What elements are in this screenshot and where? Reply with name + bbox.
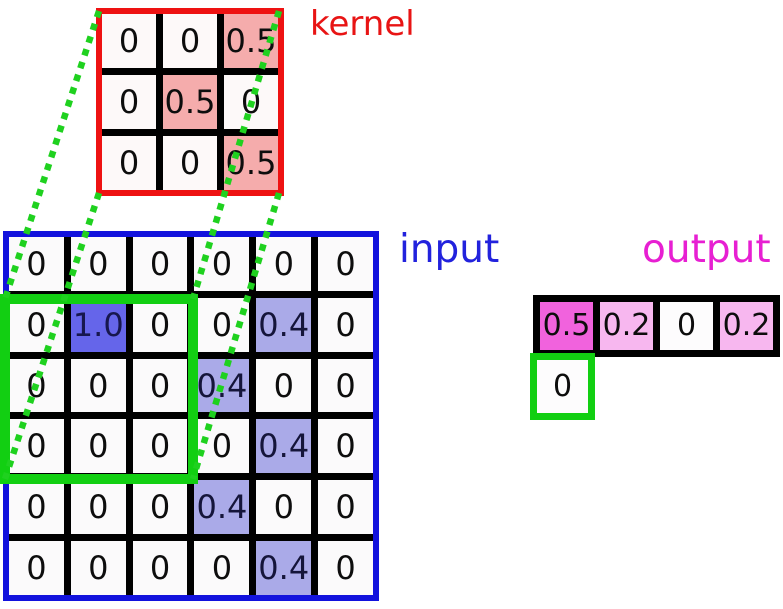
input-window-highlight [0, 294, 198, 484]
kernel-cell: 0.5 [224, 14, 278, 68]
kernel-cell: 0.5 [163, 75, 217, 129]
output-cell: 0.5 [540, 302, 593, 350]
input-cell: 0 [132, 297, 188, 352]
kernel-label: kernel [310, 4, 415, 44]
kernel-cell: 0 [102, 14, 156, 68]
output-cell: 0.2 [600, 302, 653, 350]
output-label: output [642, 227, 771, 272]
input-cell: 0 [194, 237, 250, 291]
input-cell: 0 [318, 541, 373, 595]
kernel-cell: 0.5 [224, 136, 278, 190]
input-cell: 0 [132, 358, 188, 413]
input-cell: 0 [70, 541, 126, 595]
input-cell: 0 [194, 541, 250, 595]
input-cell: 0.4 [256, 541, 312, 595]
output-cell: 0.2 [720, 302, 773, 350]
input-cell: 0 [318, 419, 373, 474]
input-cell: 0 [70, 237, 126, 291]
kernel-cell: 0 [102, 136, 156, 190]
input-cell: 0 [318, 237, 373, 291]
input-cell: 0 [318, 358, 373, 413]
input-cell: 0.4 [194, 480, 250, 535]
input-cell: 0 [256, 480, 312, 535]
input-cell: 0 [9, 237, 64, 291]
input-cell: 0 [9, 541, 64, 595]
kernel-cell: 0 [163, 14, 217, 68]
input-cell: 0 [256, 358, 312, 413]
input-cell: 0 [318, 297, 373, 352]
kernel-cell: 0 [224, 75, 278, 129]
input-cell: 0 [194, 297, 250, 352]
input-cell: 0 [70, 480, 126, 535]
input-cell: 0 [132, 419, 188, 474]
input-cell: 0 [194, 419, 250, 474]
input-cell: 0 [9, 480, 64, 535]
input-cell: 0.4 [194, 358, 250, 413]
output-cell: 0 [660, 302, 713, 350]
input-cell: 0 [256, 237, 312, 291]
input-cell: 0.4 [256, 419, 312, 474]
input-cell: 0 [132, 237, 188, 291]
input-cell: 0 [132, 541, 188, 595]
output-pending-cell: 0 [530, 353, 595, 420]
input-cell: 0.4 [256, 297, 312, 352]
kernel-cell: 0 [163, 136, 217, 190]
input-cell: 0 [132, 480, 188, 535]
kernel-cell: 0 [102, 75, 156, 129]
input-cell: 0 [318, 480, 373, 535]
input-label: input [399, 227, 500, 272]
